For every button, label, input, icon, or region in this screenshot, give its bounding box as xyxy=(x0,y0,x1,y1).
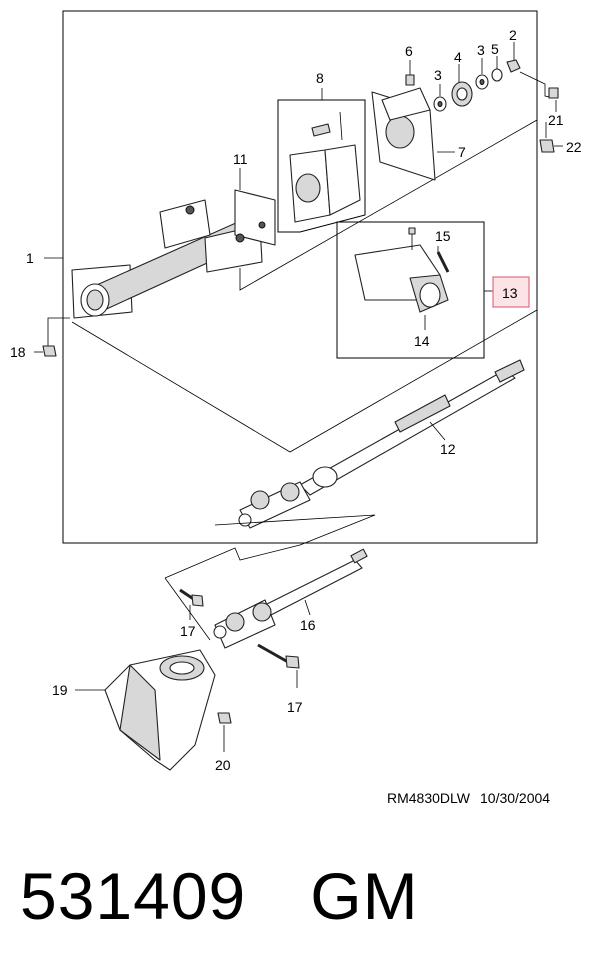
assembly-outline-lower xyxy=(71,309,538,453)
washer-3b xyxy=(475,58,489,90)
steering-column-jacket xyxy=(71,189,276,319)
dust-cover-19 xyxy=(104,649,216,771)
callout-4: 4 xyxy=(454,49,462,65)
subassembly-box-8 xyxy=(277,99,366,233)
callout-15: 15 xyxy=(435,228,451,244)
main-assembly-frame xyxy=(62,10,538,544)
nut-18 xyxy=(34,317,70,357)
lower-outline-b xyxy=(164,544,301,579)
callout-2: 2 xyxy=(509,27,517,43)
nut-2 xyxy=(506,42,521,73)
lower-outline-c xyxy=(164,577,211,641)
callout-11: 11 xyxy=(233,151,248,167)
assembly-outline-upper xyxy=(239,119,538,291)
callout-14: 14 xyxy=(414,333,430,349)
leader-12 xyxy=(429,421,446,441)
leader-16 xyxy=(304,599,311,616)
callout-6: 6 xyxy=(405,43,413,59)
part-number: 531409 xyxy=(20,859,247,933)
lock-housing-14 xyxy=(354,227,449,313)
drawing-reference: RM4830DLW 10/30/2004 xyxy=(387,790,560,806)
callout-13[interactable]: 13 xyxy=(502,285,518,301)
callout-5: 5 xyxy=(491,41,499,57)
drawing-date: 10/30/2004 xyxy=(480,790,551,806)
callout-13-highlight[interactable] xyxy=(492,276,530,308)
callout-12: 12 xyxy=(440,441,456,457)
callout-3a: 3 xyxy=(434,67,442,83)
callout-17a: 17 xyxy=(180,623,196,639)
callout-17b: 17 xyxy=(287,699,303,715)
subassembly-box-13 xyxy=(336,221,485,359)
callout-8: 8 xyxy=(316,70,324,86)
part-number-row: 531409 GM xyxy=(20,858,419,934)
callout-7: 7 xyxy=(458,144,466,160)
callout-18: 18 xyxy=(10,344,26,360)
nut-22 xyxy=(539,122,563,153)
callout-3b: 3 xyxy=(477,42,485,58)
lower-shaft-16 xyxy=(213,548,368,649)
nut-20 xyxy=(217,712,232,752)
bolt-21 xyxy=(519,71,559,112)
steering-shaft-12 xyxy=(238,359,525,529)
bolt-17b xyxy=(257,643,300,688)
screw-15 xyxy=(436,246,450,273)
callout-20: 20 xyxy=(215,757,231,773)
spring-4 xyxy=(451,64,473,107)
brand-name: GM xyxy=(310,859,419,933)
bolt-6 xyxy=(405,60,415,86)
drawing-code: RM4830DLW xyxy=(387,790,470,806)
washer-3a xyxy=(433,84,447,112)
callout-21: 21 xyxy=(548,112,564,128)
callout-16: 16 xyxy=(300,617,316,633)
upper-bracket-7 xyxy=(371,87,436,181)
lower-outline-a xyxy=(214,514,376,546)
ring-5 xyxy=(491,56,503,82)
tilt-housing-8 xyxy=(289,111,361,223)
bolt-17a xyxy=(179,588,204,620)
callout-22: 22 xyxy=(566,139,582,155)
callout-19: 19 xyxy=(52,682,68,698)
callout-1: 1 xyxy=(26,250,34,266)
